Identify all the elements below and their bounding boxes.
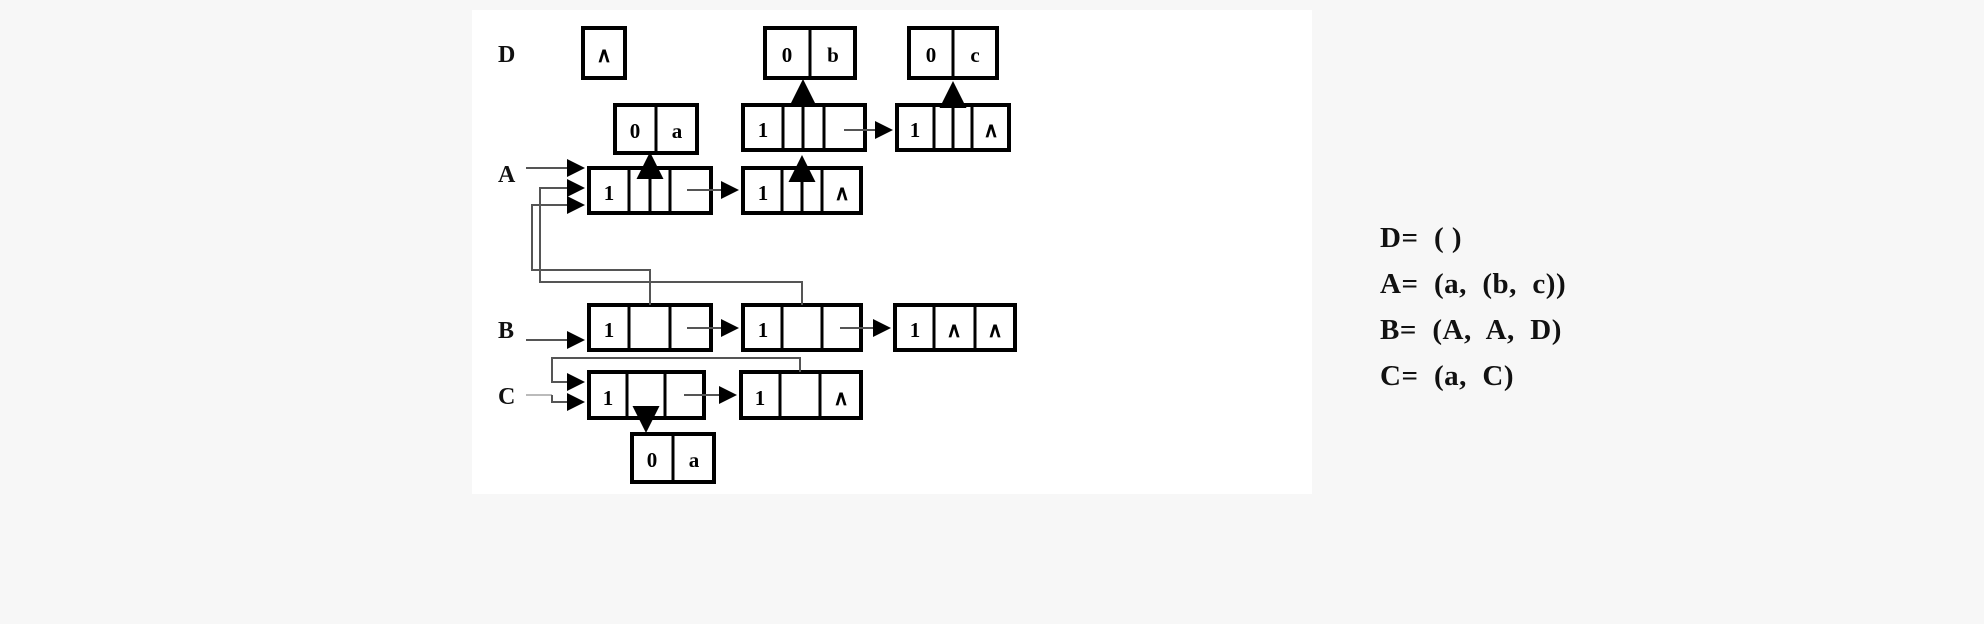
pointer-C2-cycle-to-C1: [551, 357, 801, 391]
legend-line-B: B= (A, A, D): [1380, 314, 1562, 346]
node-B-3: 1 ∧ ∧: [893, 303, 1017, 352]
atom-c-flag: 0: [926, 43, 937, 67]
node-B-3-null-1: ∧: [946, 318, 961, 342]
pointer-C-entry-arrow: [551, 393, 585, 411]
node-sub-2-null: ∧: [983, 118, 998, 142]
node-C-2-flag: 1: [755, 386, 766, 410]
node-C-2: 1 ∧: [739, 370, 863, 420]
atom-a-bottom-flag: 0: [647, 448, 658, 472]
node-C-1-flag: 1: [603, 386, 614, 410]
pointer-B1-to-A: [531, 196, 651, 305]
node-C-2-null: ∧: [833, 386, 848, 410]
atom-c-value: c: [970, 43, 979, 67]
pointer-B2-to-A: [539, 179, 803, 305]
atom-a-bottom-value: a: [689, 448, 700, 472]
legend-line-A: A= (a, (b, c)): [1380, 268, 1567, 300]
atom-b: 0 b: [763, 26, 857, 80]
node-A-tail-flag: 1: [758, 181, 769, 205]
node-B-3-null-2: ∧: [987, 318, 1002, 342]
legend-panel: D= ( ) A= (a, (b, c)) B= (A, A, D) C= (a…: [1380, 215, 1720, 399]
atom-d-null-null-glyph: ∧: [596, 43, 611, 67]
atom-b-flag: 0: [782, 43, 793, 67]
row-label-B: B: [498, 318, 514, 344]
row-label-A: A: [498, 162, 516, 188]
atom-a-top-value: a: [672, 119, 683, 143]
node-B-3-flag: 1: [910, 318, 921, 342]
atom-a-top-flag: 0: [630, 119, 641, 143]
atom-b-value: b: [827, 43, 839, 67]
atom-a-bottom: 0 a: [630, 432, 716, 484]
atom-c: 0 c: [907, 26, 999, 80]
node-B-2-flag: 1: [758, 318, 769, 342]
linked-list-diagram: D A B C ∧ 0 b 0 c: [498, 26, 1017, 484]
legend-line-D: D= ( ): [1380, 222, 1463, 254]
node-A-tail-null: ∧: [834, 181, 849, 205]
legend-line-C: C= (a, C): [1380, 360, 1514, 392]
atom-d-null: ∧: [581, 26, 627, 80]
atom-a-top: 0 a: [613, 103, 699, 155]
node-sub-2-flag: 1: [910, 118, 921, 142]
node-B-1-flag: 1: [604, 318, 615, 342]
row-label-D: D: [498, 42, 515, 68]
node-A-head-flag: 1: [604, 181, 615, 205]
diagram-canvas: D A B C ∧ 0 b 0 c: [472, 10, 1312, 494]
node-sub-1-flag: 1: [758, 118, 769, 142]
row-label-C: C: [498, 384, 515, 410]
